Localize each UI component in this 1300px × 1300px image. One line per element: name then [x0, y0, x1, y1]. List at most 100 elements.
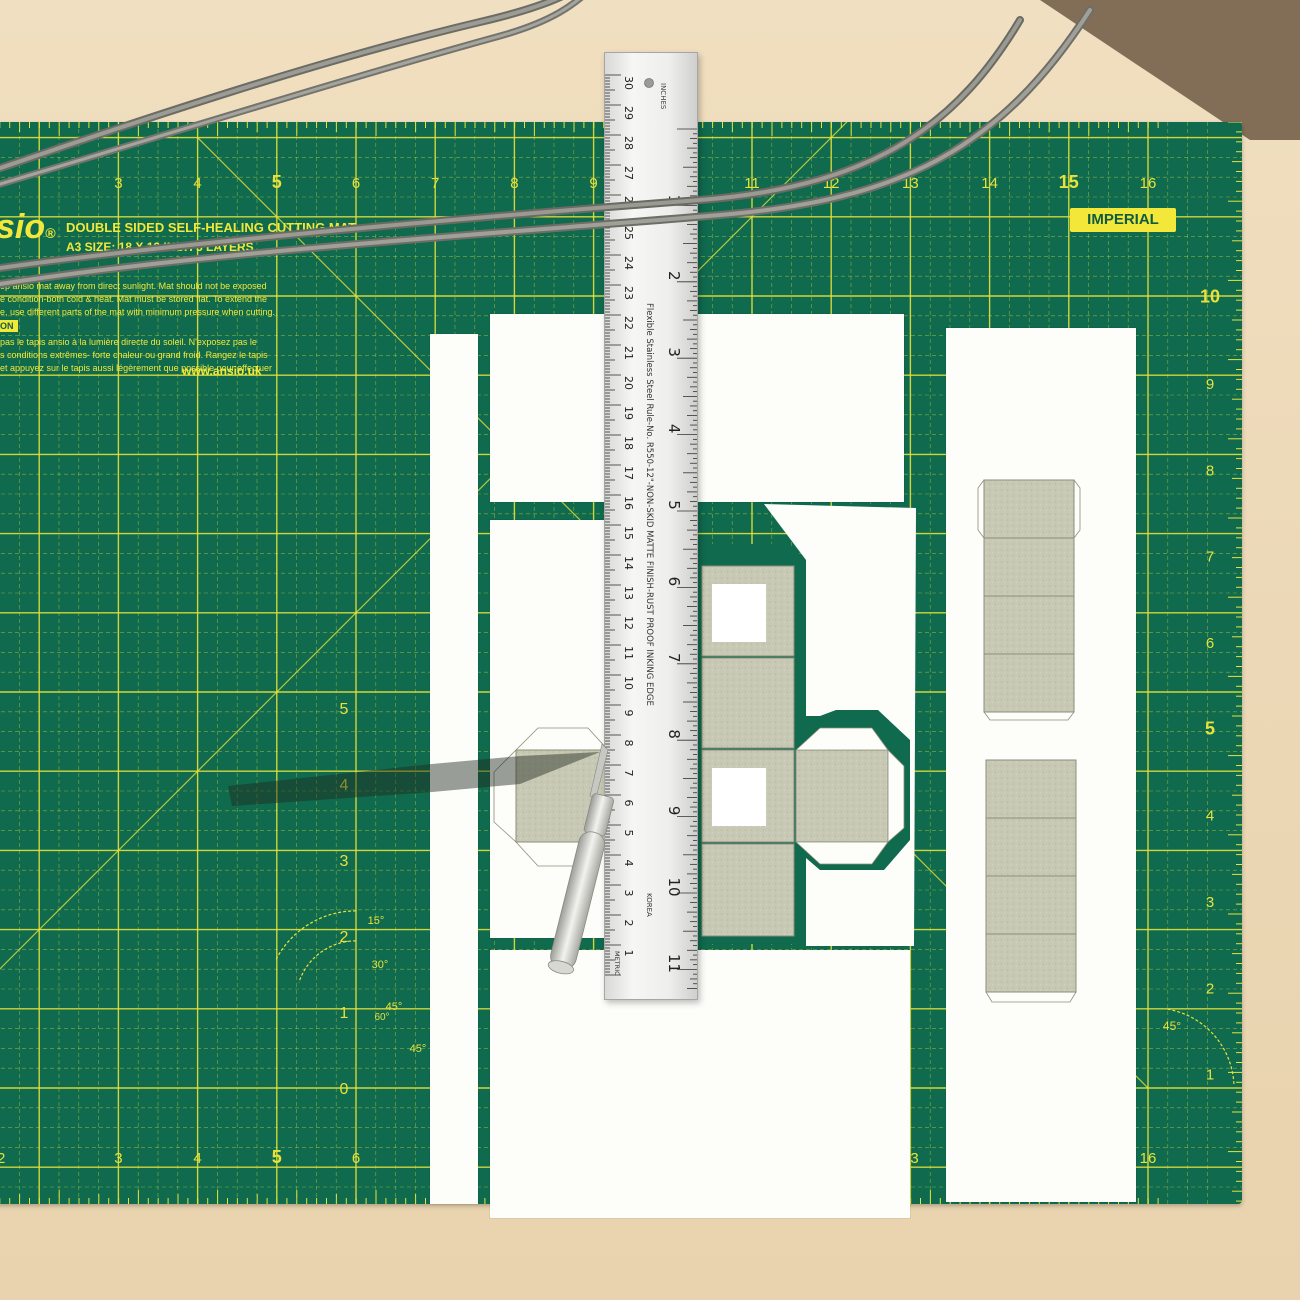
ruler-cm-number: 1: [622, 950, 635, 957]
angle-label: 45°: [1163, 1019, 1181, 1033]
mat-right-number: 7: [1206, 549, 1214, 566]
mat-inner-number: 2: [340, 929, 349, 946]
mat-top-number: 11: [744, 175, 760, 192]
ruler-cm-number: 24: [622, 256, 635, 270]
ruler-cm-number: 22: [622, 316, 635, 330]
ruler-inch-number: 7: [665, 653, 683, 663]
ruler-inch-number: 8: [665, 729, 683, 739]
mat-inner-number: 0: [340, 1081, 349, 1098]
mat-inner-number: 5: [340, 701, 349, 718]
mat-top-number: 14: [981, 175, 998, 192]
ruler-cm-number: 14: [622, 556, 635, 570]
mat-bottom-number: 6: [352, 1150, 360, 1167]
mat-bottom-number: 3: [114, 1150, 122, 1167]
mat-right-number: 5: [1205, 718, 1215, 738]
angle-label: 60°: [374, 1012, 389, 1023]
mat-bottom-number: 4: [193, 1150, 201, 1167]
ruler-cm-number: 30: [622, 76, 635, 90]
mat-right-number: 3: [1206, 894, 1214, 911]
ruler-inch-number: 11: [665, 954, 683, 973]
cube-net-strip: [977, 479, 1081, 1003]
ruler-cm-number: 10: [622, 676, 635, 690]
mat-inner-number: 1: [340, 1005, 349, 1022]
window-cutout: [712, 584, 766, 642]
ruler-inch-number: 9: [665, 806, 683, 816]
ruler-cm-number: 17: [622, 466, 635, 480]
mat-bottom-number: 5: [272, 1147, 282, 1167]
ruler-cm-number: 8: [622, 740, 635, 747]
mat-top-number: 9: [589, 175, 597, 192]
care-header-fr: ON: [0, 320, 18, 332]
ruler-country: KOREA: [645, 893, 653, 917]
paper-sheet-bottom[interactable]: [490, 950, 910, 1218]
hobby-knife[interactable]: [540, 740, 620, 990]
ruler-inch-number: 6: [665, 577, 683, 587]
mat-inner-number: 3: [340, 853, 349, 870]
mat-right-number: 10: [1200, 287, 1220, 307]
ruler-cm-number: 6: [622, 800, 635, 807]
ruler-cm-number: 25: [622, 226, 635, 240]
mat-top-number: 16: [1140, 175, 1157, 192]
ruler-cm-number: 15: [622, 526, 635, 540]
ruler-inch-number: 2: [665, 271, 683, 281]
mat-logo: sio®: [0, 208, 56, 246]
ruler-cm-number: 23: [622, 286, 635, 300]
mat-title: DOUBLE SIDED SELF-HEALING CUTTING MAT: [66, 220, 357, 235]
mat-inner-number: 4: [340, 777, 349, 794]
ruler-cm-number: 20: [622, 376, 635, 390]
cube-net: [493, 544, 910, 944]
ruler-cm-number: 13: [622, 586, 635, 600]
ruler-cm-number: 29: [622, 106, 635, 120]
care-text-fr: pas le tapis ansio à la lumière directe …: [0, 337, 272, 373]
care-text-en: ep ansio mat away from direct sunlight. …: [0, 281, 275, 317]
mat-top-number: 4: [193, 175, 201, 192]
ruler-cm-number: 9: [622, 710, 635, 717]
ruler-inch-number: 4: [665, 424, 683, 434]
ruler-cm-number: 27: [622, 166, 635, 180]
mat-right-number: 6: [1206, 635, 1214, 652]
angle-label: 30°: [372, 959, 389, 971]
mat-right-number: 2: [1206, 980, 1214, 997]
angle-label: 45°: [386, 1001, 403, 1013]
mat-right-number: 9: [1206, 376, 1214, 393]
ruler-cm-number: 2: [622, 920, 635, 927]
angle-label: 15°: [368, 915, 385, 927]
angle-label: 45°: [410, 1043, 427, 1055]
ruler-inch-number: 5: [665, 500, 683, 510]
ruler-cm-number: 16: [622, 496, 635, 510]
mat-top-number: 6: [352, 175, 360, 192]
mat-website: www.ansio.uk: [182, 364, 262, 378]
ruler-cm-number: 11: [622, 646, 635, 660]
ruler-cm-number: 21: [622, 346, 635, 360]
mat-top-number: 15: [1059, 172, 1079, 192]
ruler-cm-number: 3: [622, 890, 635, 897]
ruler-cm-number: 28: [622, 136, 635, 150]
ruler-inch-number: 10: [665, 877, 683, 896]
ruler-hang-hole: [644, 78, 654, 88]
mat-top-number: 3: [114, 175, 122, 192]
mat-bottom-number: 2: [0, 1150, 5, 1167]
ruler-cm-number: 12: [622, 616, 635, 630]
mat-top-number: 8: [510, 175, 518, 192]
ruler-metric-label: METRIC: [613, 951, 621, 976]
mat-right-number: 4: [1206, 808, 1214, 825]
ruler-inch-number: 3: [665, 347, 683, 357]
ruler-cm-number: 5: [622, 830, 635, 837]
mat-bottom-number: 16: [1140, 1150, 1157, 1167]
imperial-badge: IMPERIAL: [1070, 208, 1176, 232]
ruler-cm-number: 4: [622, 860, 635, 867]
ruler-cm-number: 19: [622, 406, 635, 420]
mat-right-number: 8: [1206, 462, 1214, 479]
ruler-imprint: Flexible Stainless Steel Rule-No. R550-1…: [644, 303, 654, 706]
paper-strip-left[interactable]: [430, 334, 478, 1204]
ruler-cm-number: 18: [622, 436, 635, 450]
mat-right-number: 1: [1206, 1067, 1214, 1084]
mat-top-number: 5: [272, 172, 282, 192]
mat-top-number: 7: [431, 175, 439, 192]
ruler-cm-number: 7: [622, 770, 635, 777]
ruler-header: INCHES: [659, 83, 667, 110]
